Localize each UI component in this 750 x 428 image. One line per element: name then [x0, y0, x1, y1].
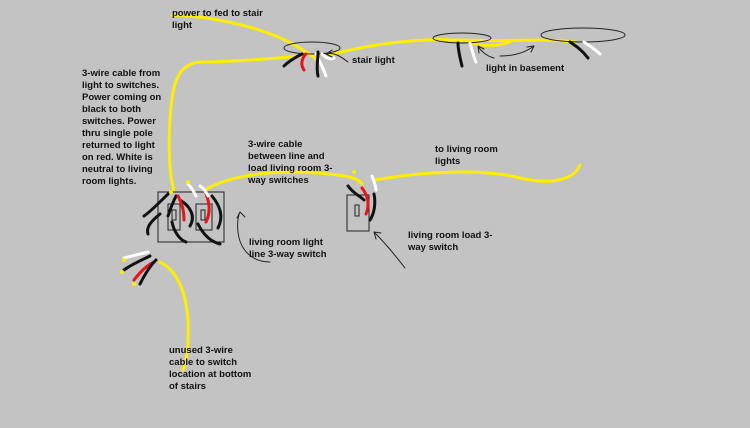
- load-switch-arrow: [373, 231, 406, 269]
- basement-light-fixture-2: [540, 27, 626, 43]
- basement-1-black-wire: [456, 41, 464, 68]
- stair-light-wires: [282, 50, 336, 78]
- living-room-line-switch-label: living room light line 3-way switch: [249, 237, 327, 260]
- living-room-load-switch-label: living room load 3- way switch: [408, 230, 493, 253]
- stair-light-arrow: [325, 49, 349, 63]
- line-switch-arrow: [236, 211, 271, 263]
- cable-between-switches: [203, 170, 364, 192]
- box-black-wire-2: [166, 194, 178, 218]
- wire-nut: [186, 180, 190, 184]
- load-black-wire-2: [368, 192, 377, 222]
- basement-2-white-wire: [582, 40, 602, 56]
- power-feed-label: power to fed to stair light: [172, 8, 263, 31]
- load-switch-toggle: [354, 204, 360, 217]
- box-black-wire-6: [196, 222, 222, 246]
- cable-to-living-room-lights: [373, 163, 582, 183]
- box-red-wire-2: [204, 192, 211, 224]
- stair-light-red-wire: [300, 52, 308, 72]
- cable-unused: [158, 260, 190, 372]
- basement-light-wires: [456, 40, 602, 68]
- wire-nut: [122, 258, 126, 262]
- basement-light-fixture-1: [432, 32, 492, 44]
- basement-light-label: light in basement: [486, 63, 565, 74]
- unused-cable-label: unused 3-wire cable to switch location a…: [169, 345, 252, 392]
- line-three-way-switch: [195, 203, 213, 231]
- unused-white-wire: [122, 250, 150, 260]
- stair-light-black-wire: [282, 52, 304, 68]
- box-black-wire-4: [210, 194, 223, 230]
- box-black-wire-1: [142, 192, 170, 218]
- load-switch-wires: [346, 174, 378, 222]
- box-black-wire-3: [178, 198, 194, 228]
- unused-black-wire: [122, 254, 152, 272]
- wire-nut: [132, 282, 136, 286]
- load-black-wire-1: [346, 184, 366, 202]
- switch-box-wires: [142, 182, 223, 246]
- cable-basement-ends: [463, 38, 512, 47]
- box-red-wire-1: [176, 194, 186, 222]
- cable-stair-to-basement: [328, 38, 577, 57]
- unused-black-wire-2: [138, 258, 158, 286]
- unused-cable-wires: [122, 250, 158, 286]
- annotation-arrows: [236, 45, 535, 269]
- wire-nut: [169, 190, 173, 194]
- wire-nut: [352, 170, 356, 174]
- to-living-room-lights-label: to living room lights: [435, 144, 498, 167]
- box-white-wire-1: [186, 182, 198, 198]
- box-black-wire-5: [170, 220, 188, 244]
- three-wire-between-label: 3-wire cable between line and load livin…: [248, 139, 333, 186]
- stair-light-black-wire-2: [315, 50, 320, 78]
- box-black-wire-7: [146, 212, 162, 236]
- three-wire-to-switches-label: 3-wire cable from light to switches. Pow…: [82, 68, 162, 187]
- wire-nut: [120, 270, 124, 274]
- stair-light-fixture: [283, 41, 341, 55]
- basement-1-white-wire: [468, 41, 478, 64]
- single-pole-toggle: [171, 209, 177, 221]
- box-white-wire-2: [198, 184, 210, 198]
- basement-arrow-left: [477, 45, 495, 59]
- basement-2-black-wire: [568, 40, 590, 60]
- load-red-wire: [360, 186, 370, 216]
- wire-nuts: [120, 170, 356, 286]
- line-three-way-toggle: [200, 209, 206, 221]
- stair-light-white-wire-2: [320, 52, 336, 61]
- load-white-wire: [370, 174, 378, 192]
- basement-arrow-right: [499, 45, 535, 57]
- stair-light-label: stair light: [352, 55, 395, 66]
- cable-light-to-switches: [167, 54, 302, 192]
